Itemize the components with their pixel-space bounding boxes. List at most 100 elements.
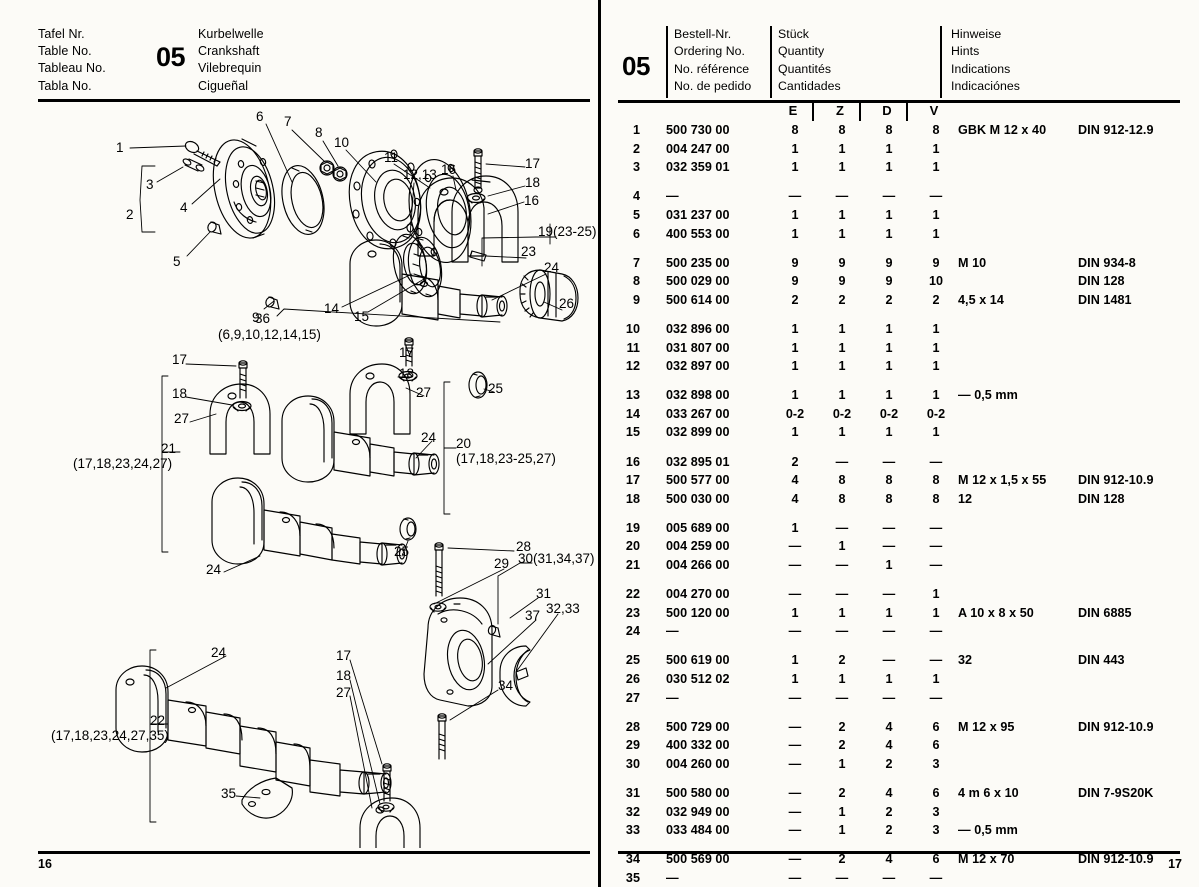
variant-col-e: E [788,103,798,118]
row-hint: M 12 x 70 [958,852,1015,867]
row-ordering-number: 004 270 00 [666,587,730,602]
table-row: 24————— [618,624,1180,643]
row-qty-z: — [835,520,849,535]
row-qty-d: 1 [885,425,893,440]
row-qty-d: 8 [885,123,893,137]
row-qty-v: — [929,624,943,639]
row-position-number: 28 [625,719,640,734]
svg-text:18: 18 [336,668,351,683]
svg-text:15: 15 [354,309,369,324]
diagram-group-flange [182,138,472,310]
row-qty-e: 2 [791,292,799,307]
row-qty-z: — [835,454,849,469]
row-qty-v: 1 [932,359,940,374]
row-position-number: 21 [625,558,640,572]
row-qty-z: 8 [838,123,846,137]
svg-text:11: 11 [384,150,398,165]
svg-text:36: 36 [255,311,270,326]
row-ordering-number: 400 553 00 [666,226,730,241]
row-qty-e: 9 [791,255,799,270]
row-position-number: 8 [632,274,640,289]
row-qty-v: 3 [932,804,940,819]
row-ordering-number: 500 029 00 [666,274,730,289]
svg-text:37: 37 [525,608,540,623]
svg-text:24: 24 [206,562,222,577]
svg-text:5: 5 [173,254,181,269]
part-cap-27-low [359,797,421,848]
row-qty-v: 6 [932,852,940,867]
svg-text:18: 18 [525,175,540,190]
svg-text:24: 24 [421,430,437,445]
row-qty-v: — [929,189,943,204]
row-ordering-number: 500 030 00 [666,491,730,506]
row-ordering-number: 500 577 00 [666,473,730,488]
row-qty-e: 1 [791,359,799,374]
row-ordering-number: 032 895 01 [666,454,730,469]
row-qty-e: — [788,786,802,800]
row-qty-z: 1 [838,226,846,241]
title-lang-de: Tafel Nr. [38,27,85,41]
row-qty-e: 1 [791,388,799,403]
row-position-number: 17 [625,473,640,488]
svg-text:9: 9 [252,310,260,325]
table-row: 4————— [618,189,1180,208]
variant-divider-3 [906,102,908,121]
row-qty-e: — [788,719,802,734]
table-header-number: 05 [622,51,650,81]
svg-text:34: 34 [498,678,514,693]
ordering-fr: No. référence [674,61,750,76]
ordering-es: No. de pedido [674,78,752,93]
svg-text:18: 18 [172,386,187,401]
row-hint: M 10 [958,255,987,270]
row-qty-e: 1 [791,672,799,686]
row-qty-d: 1 [885,388,893,403]
svg-text:(17,18,23,24,27,35): (17,18,23,24,27,35) [51,728,169,743]
row-position-number: 6 [632,226,640,241]
row-din-standard: DIN 7-9S20K [1078,786,1154,800]
row-qty-d: 1 [885,672,893,686]
row-qty-d: — [882,539,896,554]
svg-text:16: 16 [524,193,539,208]
table-number: 05 [156,42,186,72]
row-qty-e: — [788,558,802,572]
row-position-number: 29 [625,738,640,753]
row-qty-d: 1 [885,141,893,156]
row-qty-d: 2 [885,292,893,307]
svg-text:21: 21 [161,441,176,456]
row-position-number: 22 [625,587,640,602]
row-qty-d: 8 [885,491,893,506]
svg-text:26: 26 [559,296,574,311]
row-qty-d: 2 [885,823,893,838]
row-position-number: 34 [625,852,640,867]
part-rings-12-15 [392,233,443,298]
row-din-standard: DIN 128 [1078,274,1125,289]
row-ordering-number: 500 580 00 [666,786,730,800]
diagram-leader-lines [129,123,563,823]
row-din-standard: DIN 934-8 [1078,255,1136,270]
variant-column-header-row: E Z D V [618,101,1180,123]
row-position-number: 13 [625,388,640,403]
quantity-en: Quantity [778,44,825,59]
diagram-group-cap-assembly [423,542,531,760]
part-name-en: Crankshaft [198,44,260,59]
hints-de: Hinweise [951,27,1002,41]
part-bearing-shell-32-33 [499,645,531,707]
row-qty-e: — [788,189,802,204]
diagram-group-lower-crank [115,665,421,848]
row-qty-v: 3 [932,756,940,771]
row-qty-z: 1 [838,160,846,175]
row-position-number: 24 [625,624,640,639]
row-position-number: 14 [625,406,640,421]
row-qty-d: 1 [885,558,893,572]
